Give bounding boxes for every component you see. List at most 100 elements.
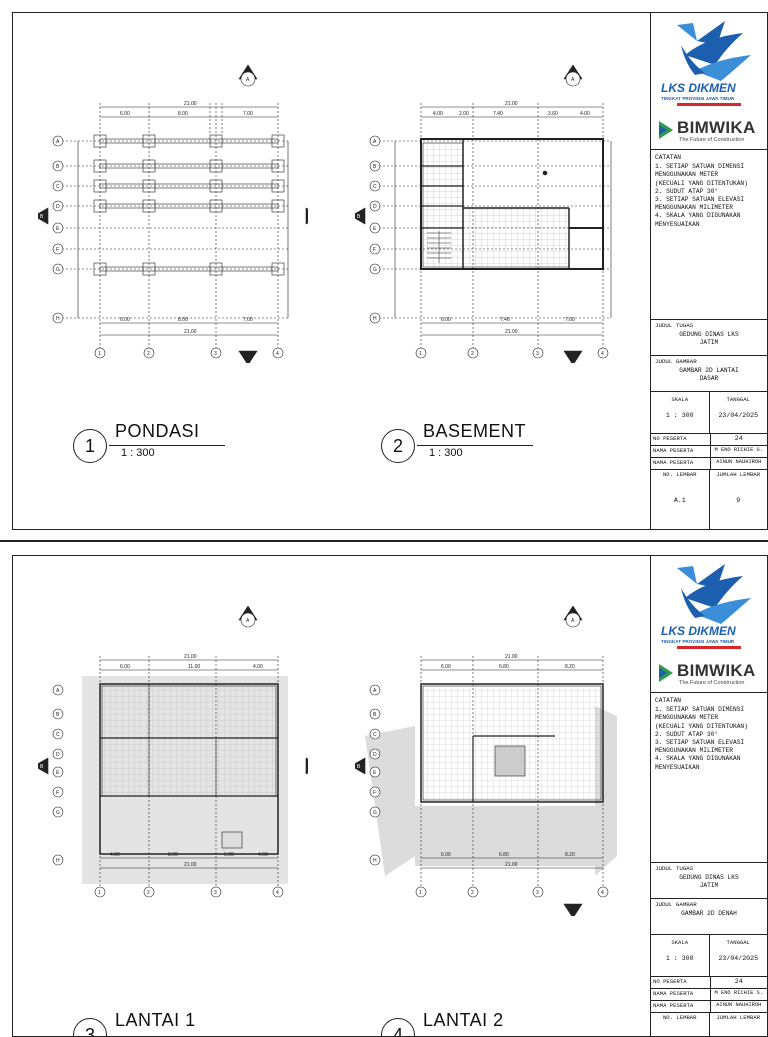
- basement-plan-drawing: 21.00 4.00 2.00 7.40 3.60 4.00 6.00 7.40…: [355, 64, 612, 363]
- dim-segment: 6.00: [441, 664, 451, 670]
- plan-title: LANTAI 1: [115, 1010, 196, 1030]
- dim-total-top: 21.00: [184, 101, 197, 107]
- section-marker-label: A: [246, 618, 250, 624]
- section-marker-label: A: [246, 77, 250, 83]
- caption-underline: [417, 445, 533, 446]
- brand-tagline: The Future of Construction: [679, 137, 745, 143]
- grid-label-col: 4: [601, 890, 604, 896]
- judul-tugas-block: JUDUL TUGAS GEDUNG DINAS LKS JATIM: [651, 862, 767, 898]
- dim-total-bottom: 21.00: [184, 862, 197, 868]
- dim-segment: 4.00: [580, 111, 590, 117]
- section-marker-label: B: [40, 764, 44, 770]
- grid-label-row: H: [56, 858, 60, 864]
- logo-name: LKS DIKMEN: [661, 624, 736, 638]
- logo-red-stripe: [677, 646, 741, 649]
- nama-peserta-label: NAMA PESERTA: [653, 447, 694, 454]
- dim-segment: 8.00: [178, 317, 188, 323]
- grid-label-col: 4: [276, 351, 279, 357]
- dim-segment: 8.20: [565, 664, 575, 670]
- note-line: 4. SKALA YANG DIGUNAKAN: [655, 755, 741, 763]
- tanggal-value: 23/04/2025: [718, 955, 759, 962]
- nama-peserta-value: M ENO RICHIE S.: [709, 989, 768, 1001]
- judul-tugas-label: JUDUL TUGAS: [655, 865, 694, 872]
- no-peserta-label: NO PESERTA: [653, 978, 687, 985]
- grid-label-row: C: [373, 732, 377, 738]
- jumlah-lembar-value: 9: [736, 497, 741, 504]
- judul-gambar-label: JUDUL GAMBAR: [655, 901, 697, 908]
- lantai1-plan-drawing: 21.00 6.00 11.00 4.00 4.00 8.00 5.00 4.0…: [38, 606, 308, 898]
- grid-label-row: G: [373, 810, 377, 816]
- nama-peserta-label: NAMA PESERTA: [653, 459, 694, 466]
- no-lembar-value: [651, 1022, 709, 1026]
- drawing-sheet-1: 21.00 6.00 8.00 7.00 6.00 8.00 7.00 21.0…: [12, 12, 768, 530]
- note-line: 2. SUDUT ATAP 30°: [655, 730, 719, 738]
- jumlah-lembar-label: JUMLAH LEMBAR: [716, 1014, 761, 1021]
- grid-label-row: F: [56, 790, 59, 796]
- note-line: MENGGUNAKAN MILIMETER: [655, 204, 733, 212]
- plan-number: 3: [73, 1018, 107, 1036]
- grid-label-col: 1: [98, 351, 101, 357]
- note-line: MENGGUNAKAN MILIMETER: [655, 747, 733, 755]
- grid-label-row: F: [373, 790, 376, 796]
- no-peserta-label: NO PESERTA: [653, 435, 687, 442]
- plan-title: LANTAI 2: [423, 1010, 504, 1030]
- no-lembar-value: A.1: [673, 497, 686, 504]
- bimwika-brand: BIMWIKA The Future of Construction: [657, 117, 763, 145]
- dim-segment: 3.60: [548, 111, 558, 117]
- judul-tugas-line: JATIM: [699, 339, 719, 346]
- notes-title: CATATAN: [655, 154, 681, 161]
- skala-tanggal-block: SKALA 1 : 300 TANGGAL 23/04/2025: [651, 934, 767, 977]
- grid-label-row: G: [373, 267, 377, 273]
- no-peserta-row: NO PESERTA 24: [651, 433, 767, 446]
- plan-number: 1: [73, 429, 107, 463]
- plan-number: 2: [381, 429, 415, 463]
- no-peserta-value: 24: [709, 977, 768, 989]
- pondasi-plan-drawing: 21.00 6.00 8.00 7.00 6.00 8.00 7.00 21.0…: [38, 64, 308, 363]
- dim-segment: 8.00: [168, 852, 178, 858]
- dim-segment: 11.00: [188, 664, 200, 670]
- lantai1-plan: 21.00 6.00 11.00 4.00 4.00 8.00 5.00 4.0…: [38, 606, 308, 916]
- section-marker-label: B: [357, 214, 361, 220]
- grid-label-row: C: [373, 184, 377, 190]
- plan-scale: 1 : 300: [429, 447, 463, 459]
- dim-segment: 8.00: [178, 111, 188, 117]
- grid-label-row: H: [56, 316, 60, 322]
- grid-label-row: A: [373, 688, 377, 694]
- plan-scale: 1 : 300: [121, 447, 155, 459]
- note-line: MENYESUAIKAN: [655, 220, 700, 228]
- title-block: LKS DIKMEN TINGKAT PROVINSI JAWA TIMUR B…: [650, 13, 767, 529]
- judul-tugas-line: GEDUNG DINAS LKS: [679, 331, 739, 338]
- nama-peserta-label: NAMA PESERTA: [653, 990, 694, 997]
- nama-peserta-value: AINUN NAUHIROH: [709, 458, 768, 470]
- grid-label-row: G: [56, 267, 60, 273]
- tanggal-label: TANGGAL: [726, 939, 751, 946]
- dim-segment: 6.80: [499, 852, 509, 858]
- bimwika-brand: BIMWIKA The Future of Construction: [657, 660, 763, 688]
- dim-segment: 6.00: [441, 852, 451, 858]
- grid-label-row: G: [56, 810, 60, 816]
- logo-red-stripe: [677, 103, 741, 106]
- nama-peserta-row: NAMA PESERTA AINUN NAUHIROH: [651, 457, 768, 470]
- grid-label-row: C: [56, 732, 60, 738]
- sheet-separator: [0, 540, 768, 542]
- caption-underline: [109, 445, 225, 446]
- skala-value: 1 : 300: [665, 412, 694, 419]
- judul-gambar-line: DASAR: [699, 375, 719, 382]
- skala-label: SKALA: [671, 396, 689, 403]
- judul-tugas-line: GEDUNG DINAS LKS: [679, 874, 739, 881]
- grid-label-row: E: [56, 770, 60, 776]
- grid-label-col: 4: [601, 351, 604, 357]
- jumlah-lembar-value: [710, 1022, 768, 1026]
- dim-segment: 7.40: [493, 111, 503, 117]
- dim-segment: 6.00: [120, 111, 130, 117]
- judul-tugas-block: JUDUL TUGAS GEDUNG DINAS LKS JATIM: [651, 319, 767, 355]
- lks-dikmen-logo-icon: [677, 564, 751, 624]
- no-peserta-row: NO PESERTA 24: [651, 976, 768, 989]
- grid-label-row: A: [373, 139, 377, 145]
- grid-label-row: A: [56, 688, 60, 694]
- grid-label-row: B: [373, 712, 377, 718]
- note-line: (KECUALI YANG DITENTUKAN): [655, 179, 748, 187]
- lks-dikmen-logo: LKS DIKMEN TINGKAT PROVINSI JAWA TIMUR: [655, 15, 763, 111]
- grid-label-col: 2: [147, 890, 150, 896]
- grid-label-col: 1: [98, 890, 101, 896]
